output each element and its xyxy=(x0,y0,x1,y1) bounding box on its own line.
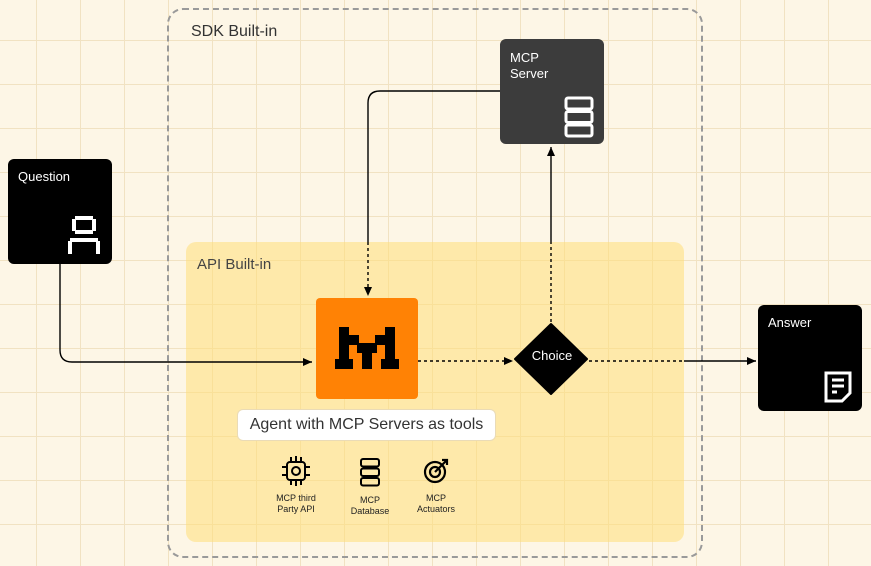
question-node: Question xyxy=(8,159,112,264)
edge-question-to-agent xyxy=(59,264,312,366)
agent-caption: Agent with MCP Servers as tools xyxy=(237,409,496,441)
mcp-server-node: MCP Server xyxy=(500,39,604,144)
chip-icon xyxy=(282,456,310,486)
api-builtin-label: API Built-in xyxy=(197,256,272,273)
database-icon xyxy=(360,458,380,487)
api-builtin-zone xyxy=(186,242,684,542)
agent-node xyxy=(316,298,418,399)
sdk-builtin-frame xyxy=(167,8,703,558)
choice-label: Choice xyxy=(531,348,573,363)
tool-actuators: MCP Actuators xyxy=(396,457,476,515)
target-icon xyxy=(423,458,449,484)
edge-mcp-to-agent xyxy=(367,90,500,242)
answer-node: Answer xyxy=(758,305,862,411)
answer-label: Answer xyxy=(768,315,812,330)
tool-label: MCP third Party API xyxy=(276,493,316,514)
user-icon xyxy=(68,216,100,254)
tool-database: MCP Database xyxy=(330,457,410,517)
mistral-logo-icon xyxy=(335,327,399,369)
mcp-server-label: MCP Server xyxy=(510,50,549,81)
document-icon xyxy=(824,371,852,403)
tool-label: MCP Actuators xyxy=(416,493,456,514)
server-icon xyxy=(564,96,594,138)
tool-label: MCP Database xyxy=(350,495,390,516)
sdk-builtin-label: SDK Built-in xyxy=(191,23,278,40)
choice-diamond xyxy=(514,323,588,395)
tool-third-party-api: MCP third Party API xyxy=(256,455,336,515)
question-label: Question xyxy=(18,169,71,184)
